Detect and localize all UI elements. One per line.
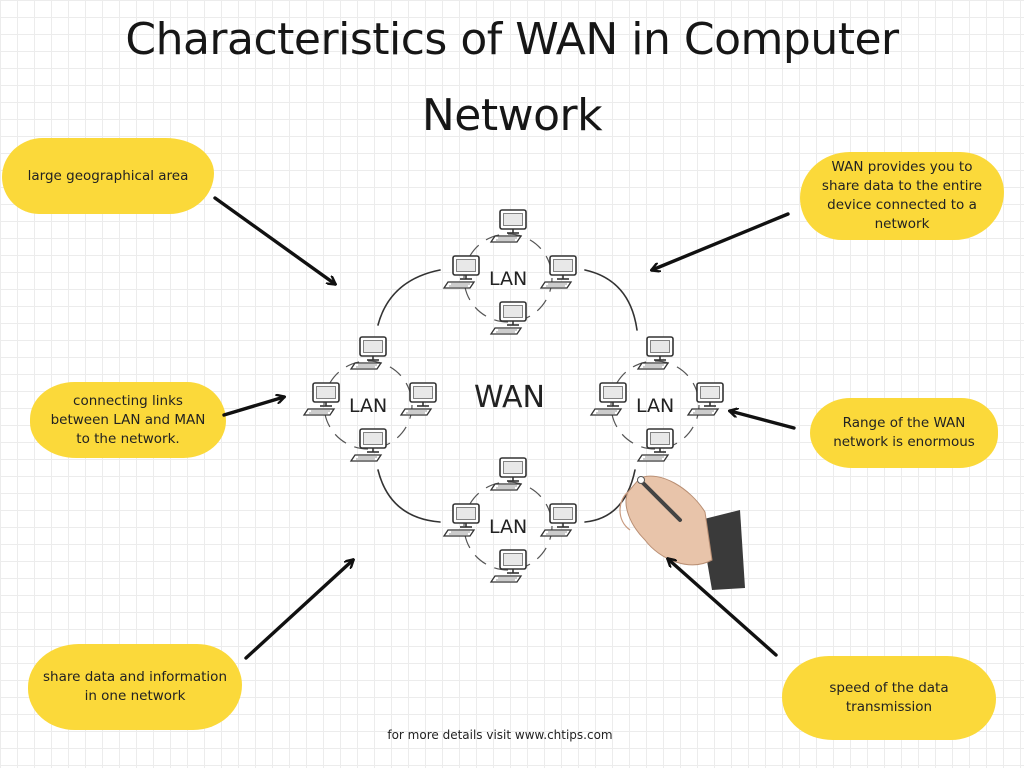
arrow-icon [222,397,284,417]
arrow-icon [244,560,353,660]
computer-icon [540,255,577,289]
note-middle-right: Range of the WAN network is enormous [810,398,998,468]
arrow-icon [668,559,778,657]
note-middle-right-text: Range of the WAN network is enormous [833,415,975,450]
footer-note: for more details visit www.chtips.com [387,728,613,742]
note-top-right-text: WAN provides you to share data to the en… [821,159,983,232]
arrows [213,196,796,660]
lan-label-bottom: LAN [489,516,527,538]
note-middle-left-text: connecting links between LAN and MAN to … [50,392,206,447]
computer-icon [590,382,627,416]
lan-cluster-left: LAN [303,336,437,462]
computer-icon [443,503,480,537]
computer-icon [303,382,340,416]
note-bottom-right: speed of the data transmission [782,656,996,740]
wan-link-bottom-right [584,469,636,523]
title-line-2: Network [421,90,603,141]
arrow-icon [652,212,790,270]
note-middle-left: connecting links between LAN and MAN to … [30,382,226,458]
note-top-left: large geographical area [2,138,214,214]
computer-icon [540,503,577,537]
wan-link-bottom-left [377,469,441,523]
wan-link-top-left [377,269,441,326]
lan-cluster-top: LAN [443,209,577,335]
computer-icon [350,336,387,370]
computer-icon [350,428,387,462]
computer-icon [687,382,724,416]
note-bottom-left-text: share data and information in one networ… [42,669,228,704]
computer-icon [490,301,527,335]
note-bottom-left: share data and information in one networ… [28,644,242,730]
computer-icon [490,209,527,243]
arrow-icon [730,411,796,430]
title-line-1: Characteristics of WAN in Computer [125,14,899,65]
computer-icon [443,255,480,289]
computer-icon [637,336,674,370]
computer-icon [400,382,437,416]
wan-link-top-right [584,269,638,331]
lan-label-top: LAN [489,268,527,290]
wan-center-label: WAN [474,380,545,415]
note-bottom-right-text: speed of the data transmission [829,680,949,715]
wan-links [377,269,638,523]
computer-icon [637,428,674,462]
lan-label-left: LAN [349,395,387,417]
note-top-left-text: large geographical area [27,167,189,184]
lan-label-right: LAN [636,395,674,417]
lan-cluster-right: LAN [590,336,724,462]
lan-cluster-bottom: LAN [443,457,577,583]
page-title: Characteristics of WAN in Computer Netwo… [0,2,1024,154]
computer-icon [490,549,527,583]
hand-with-pen-image [619,475,745,590]
arrow-icon [213,196,335,284]
computer-icon [490,457,527,491]
note-top-right: WAN provides you to share data to the en… [800,152,1004,240]
